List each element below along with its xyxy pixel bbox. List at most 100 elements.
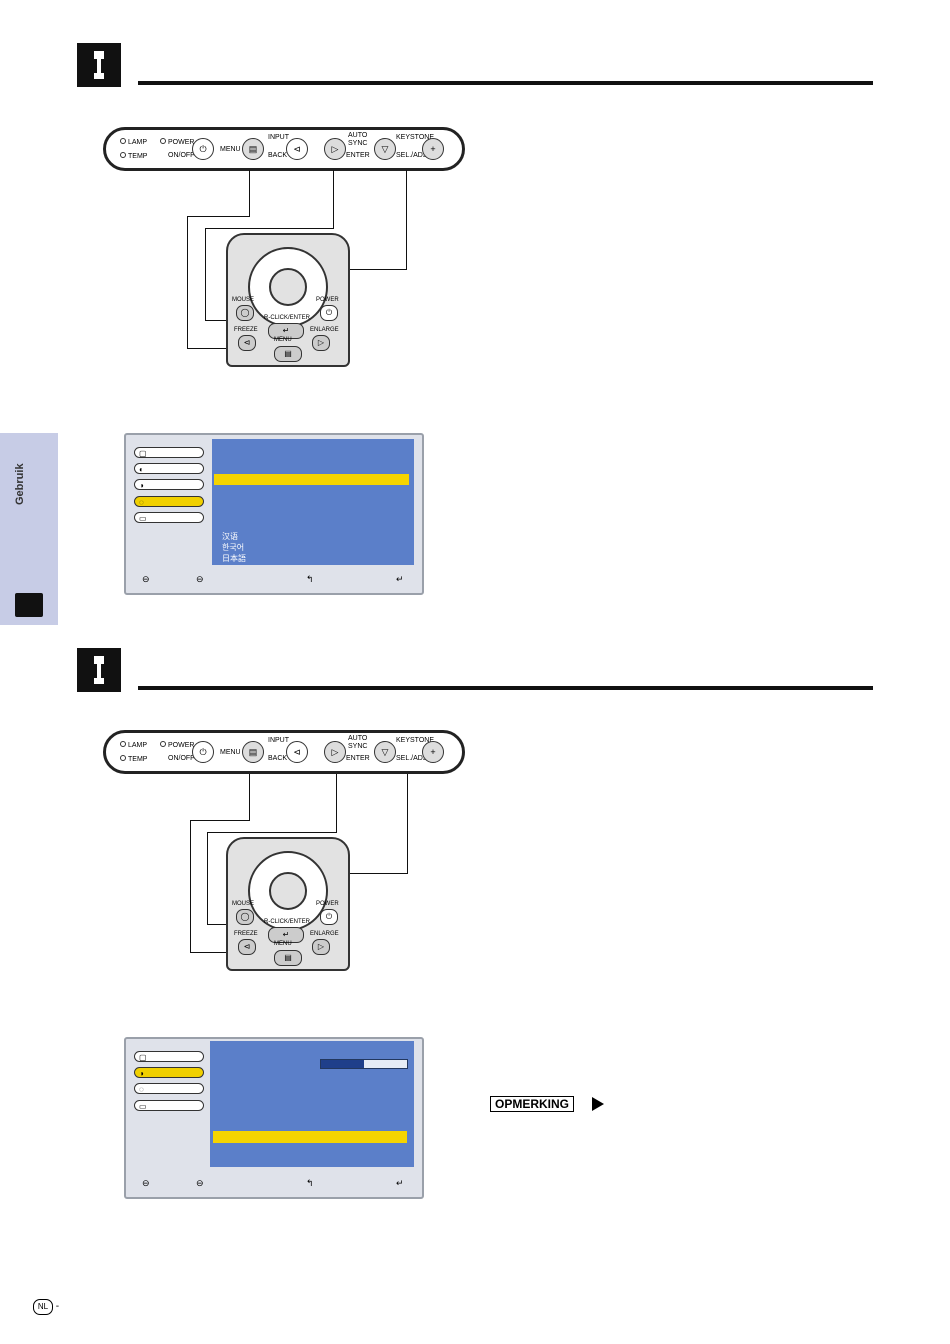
rclick-label: R-CLICK/ENTER (264, 919, 311, 925)
section-rule (138, 81, 873, 85)
input-button[interactable]: ⊲ (286, 138, 308, 160)
osd-tab-language[interactable]: ◌ (134, 496, 204, 507)
osd-language-item[interactable]: 한국어 (222, 543, 245, 552)
osd-highlight (214, 474, 409, 485)
remote-control: MOUSE POWER ◯ ⏻ R-CLICK/ENTER ↵ FREEZE E… (226, 233, 350, 367)
input-label: INPUT (268, 737, 289, 744)
auto-label: AUTO (348, 735, 368, 742)
info-icon (77, 648, 121, 692)
back-icon: ↰ (306, 1178, 314, 1188)
connector-line (187, 216, 250, 217)
keystone-up-button[interactable]: + (422, 741, 444, 763)
menu-label: MENU (220, 146, 241, 153)
arrow-right-icon (592, 1097, 604, 1111)
freeze-label: FREEZE (234, 931, 258, 937)
section-rule (138, 686, 873, 690)
power-button[interactable]: ⏻ (192, 741, 214, 763)
rclick-button[interactable]: ↵ (268, 927, 304, 943)
connector-line (407, 774, 408, 874)
connector-line (406, 170, 407, 270)
enter-label: ENTER (346, 152, 370, 159)
osd-language-item[interactable]: 日本語 (222, 554, 246, 563)
osd-tab-pc[interactable]: ▭ (134, 1100, 204, 1111)
freeze-label: FREEZE (234, 327, 258, 333)
osd-menu: ▢ ◐ ◑ ◌ ▭ 汉语 한국어 日本語 ⊖ ⊖ ↰ ↵ (124, 433, 424, 595)
on-off-label: ON/OFF (168, 152, 195, 159)
dpad-center[interactable] (269, 872, 307, 910)
osd-tab-pc[interactable]: ▭ (134, 512, 204, 523)
connector-line (205, 228, 206, 320)
info-icon (77, 43, 121, 87)
enter-icon: ↵ (396, 1178, 404, 1188)
osd-tab-options[interactable]: ◑ (134, 479, 204, 490)
connector-line (207, 832, 337, 833)
power-button[interactable]: ⏻ (192, 138, 214, 160)
freeze-button[interactable]: ⊲ (238, 335, 256, 351)
page-suffix: - (55, 1301, 60, 1312)
auto-sync-button[interactable]: ▷ (324, 138, 346, 160)
keystone-up-button[interactable]: + (422, 138, 444, 160)
connector-line (190, 952, 260, 953)
back-label: BACK (268, 152, 288, 159)
remote-menu-button[interactable]: ▤ (274, 346, 302, 362)
sel-adj-label: SEL./ADJ. (396, 755, 429, 762)
keystone-label: KEYSTONE (396, 737, 434, 744)
remote-menu-button[interactable]: ▤ (274, 950, 302, 966)
osd-pane (212, 439, 414, 565)
osd-level-bar[interactable] (320, 1059, 408, 1069)
connector-line (300, 269, 407, 270)
remote-control: MOUSE POWER ◯ ⏻ R-CLICK/ENTER ↵ FREEZE E… (226, 837, 350, 971)
osd-highlight (213, 1131, 407, 1143)
power-label: POWER (168, 742, 195, 749)
remote-power-button[interactable]: ⏻ (320, 909, 338, 925)
freeze-button[interactable]: ⊲ (238, 939, 256, 955)
connector-line (187, 216, 188, 349)
enlarge-button[interactable]: ▷ (312, 335, 330, 351)
osd-menu: ▢ ◑ ◌ ▭ ⊖ ⊖ ↰ ↵ (124, 1037, 424, 1199)
remote-power-label: POWER (316, 901, 339, 907)
enter-icon: ↵ (396, 574, 404, 584)
keystone-down-button[interactable]: ▽ (374, 741, 396, 763)
on-off-label: ON/OFF (168, 755, 195, 762)
keystone-down-button[interactable]: ▽ (374, 138, 396, 160)
menu-button[interactable]: ▤ (242, 741, 264, 763)
mouse-label: MOUSE (232, 901, 255, 907)
remote-menu-label: MENU (274, 337, 292, 343)
dpad-center[interactable] (269, 268, 307, 306)
osd-tab-picture[interactable]: ▢ (134, 447, 204, 458)
osd-tab-picture[interactable]: ▢ (134, 1051, 204, 1062)
power-label: POWER (168, 139, 195, 146)
connector-line (333, 170, 334, 228)
enlarge-label: ENLARGE (310, 931, 339, 937)
note-label: OPMERKING (490, 1096, 575, 1112)
enter-label: ENTER (346, 755, 370, 762)
enlarge-button[interactable]: ▷ (312, 939, 330, 955)
sync-label: SYNC (348, 743, 368, 750)
sync-label: SYNC (348, 140, 368, 147)
auto-sync-button[interactable]: ▷ (324, 741, 346, 763)
mouse-label: MOUSE (232, 297, 255, 303)
hand-icon (15, 593, 43, 617)
osd-tab-audio[interactable]: ◐ (134, 463, 204, 474)
language-badge: NL (33, 1299, 53, 1315)
control-panel: LAMP TEMP POWER ON/OFF ⏻ MENU ▤ INPUT BA… (103, 730, 465, 774)
osd-language-item[interactable]: 汉语 (222, 532, 238, 541)
connector-line (300, 873, 408, 874)
back-label: BACK (268, 755, 288, 762)
connector-line (249, 774, 250, 820)
menu-button[interactable]: ▤ (242, 138, 264, 160)
mouse-button[interactable]: ◯ (236, 909, 254, 925)
connector-line (190, 820, 191, 953)
rclick-button[interactable]: ↵ (268, 323, 304, 339)
temp-label: TEMP (128, 756, 148, 763)
lamp-label: LAMP (128, 742, 148, 749)
osd-tab-options[interactable]: ◑ (134, 1067, 204, 1078)
page-code: NL - (33, 1299, 59, 1315)
sel-adj-label: SEL./ADJ. (396, 152, 429, 159)
remote-power-button[interactable]: ⏻ (320, 305, 338, 321)
mouse-button[interactable]: ◯ (236, 305, 254, 321)
minus-icon: ⊖ (196, 574, 204, 584)
input-button[interactable]: ⊲ (286, 741, 308, 763)
rclick-label: R-CLICK/ENTER (264, 315, 311, 321)
osd-tab-language[interactable]: ◌ (134, 1083, 204, 1094)
